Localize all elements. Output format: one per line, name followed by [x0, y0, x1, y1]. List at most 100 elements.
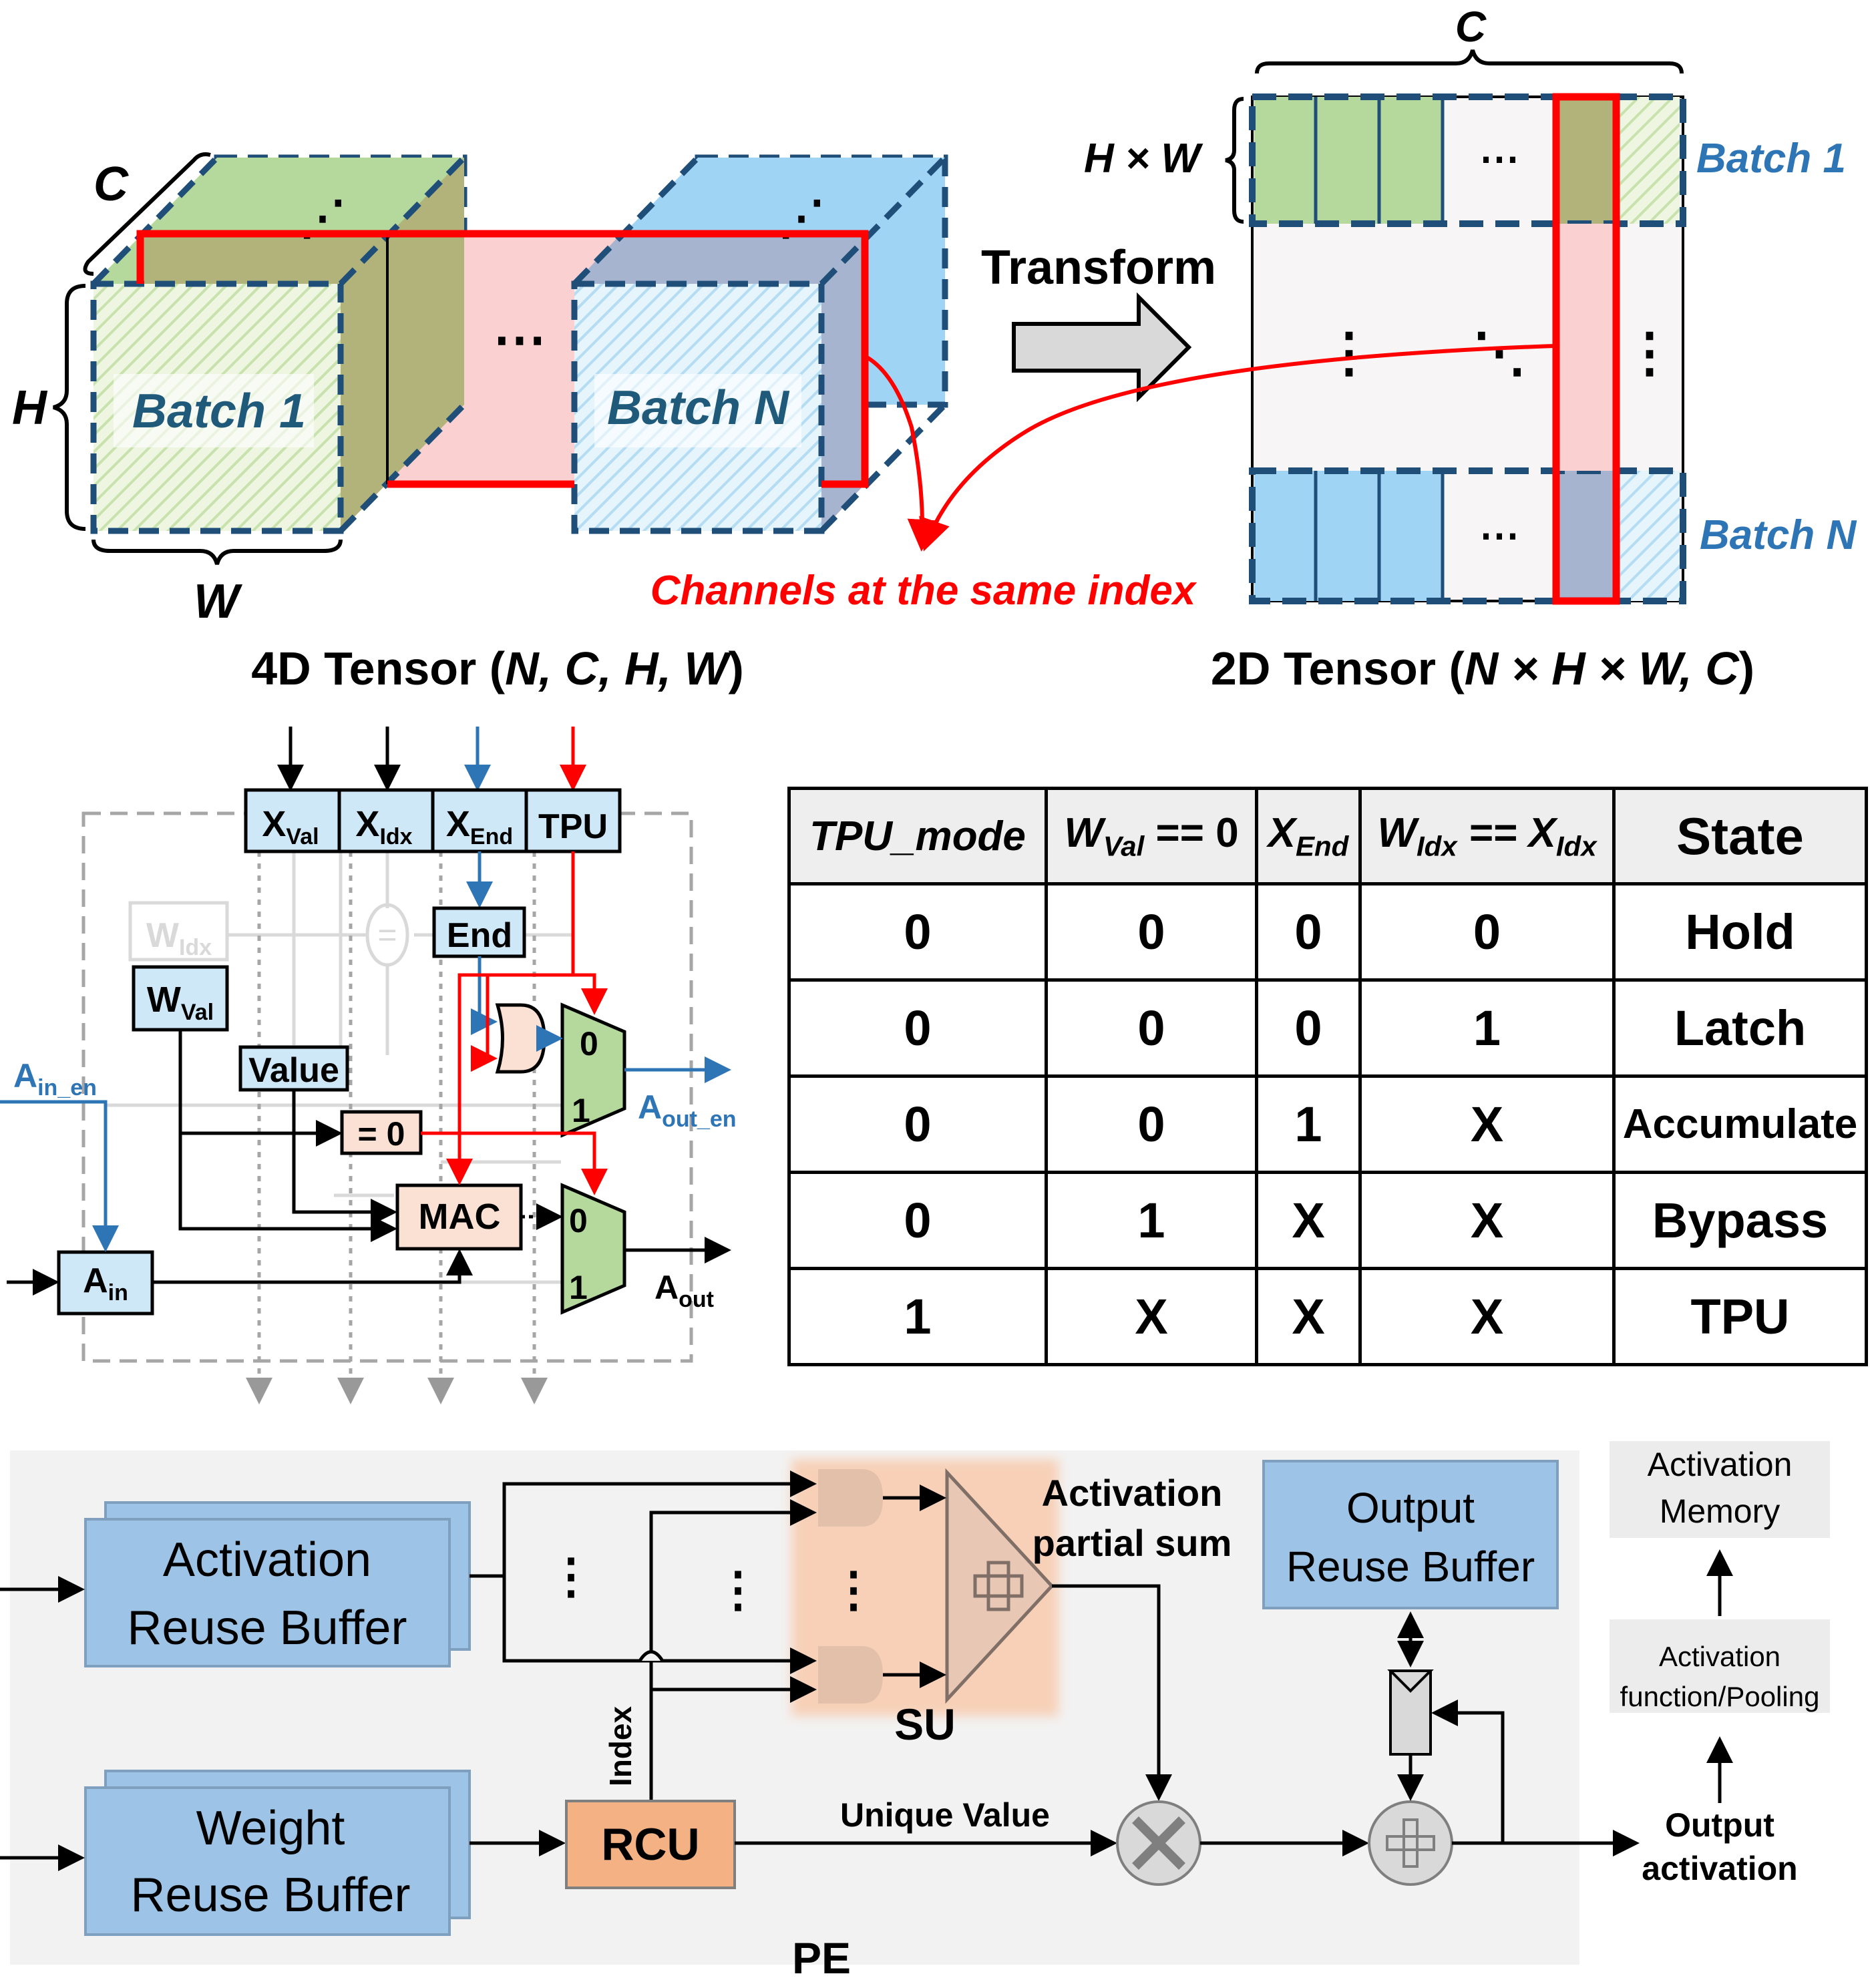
mux-upper [560, 1002, 626, 1138]
transform-arrow [1012, 292, 1192, 403]
table-cell: 1 [787, 1267, 1048, 1366]
a-in-register: Ain [83, 1261, 128, 1306]
end-register: End [447, 916, 512, 955]
activation-reuse-buffer [84, 1518, 451, 1667]
activation-buffer-line2: Reuse Buffer [128, 1601, 407, 1655]
x-idx-register: XIdx [355, 804, 412, 849]
header-w-val: WVal == 0 [1045, 787, 1258, 885]
vdots-3: ⋮ [829, 1563, 878, 1617]
a-in-en-label: Ain_en [13, 1057, 97, 1101]
table-cell: X [1358, 1267, 1616, 1366]
header-w-idx: WIdx == XIdx [1358, 787, 1616, 885]
mac-unit: MAC [419, 1197, 501, 1237]
header-x-end: XEnd [1255, 787, 1362, 885]
table-cell: 0 [1255, 978, 1362, 1078]
table-cell: X [1255, 1267, 1362, 1366]
table-cell: X [1358, 1171, 1616, 1270]
tensor-2d: ⋯ ⋯ ⋮ ⋱ ⋮ C H × W Batch 1 Batch N 2D Ten… [1084, 3, 1857, 695]
svg-text:⋯: ⋯ [1479, 136, 1519, 181]
mux-upper-0: 0 [580, 1025, 598, 1062]
table-row: 0 0 1 X Accumulate [787, 1074, 1868, 1174]
output-buffer-line2: Reuse Buffer [1286, 1543, 1535, 1591]
tensor-4d-caption: 4D Tensor (N, C, H, W) [251, 642, 744, 695]
batch-1-side-face [341, 158, 464, 531]
w-label: W [194, 575, 243, 628]
batch-n-label-2d: Batch N [1700, 512, 1857, 558]
unique-value-label: Unique Value [840, 1796, 1050, 1834]
table-cell: 1 [1045, 1171, 1258, 1270]
svg-text:⋮: ⋮ [1322, 323, 1376, 382]
table-cell: X [1255, 1171, 1362, 1270]
activation-buffer-line1: Activation [163, 1533, 371, 1587]
zero-check: = 0 [358, 1115, 405, 1153]
a-out-en-label: Aout_en [638, 1088, 737, 1132]
hw-label: H × W [1084, 136, 1203, 182]
weight-buffer-line2: Reuse Buffer [131, 1868, 411, 1922]
w-idx-register: WIdx [146, 916, 212, 960]
activation-memory-line1: Activation [1648, 1446, 1793, 1483]
table-cell: 0 [1045, 882, 1258, 982]
mux-lower-0: 0 [569, 1202, 588, 1239]
adder-icon [1368, 1800, 1453, 1886]
output-reuse-buffer [1262, 1460, 1559, 1609]
value-register: Value [248, 1051, 339, 1090]
table-cell: 0 [1045, 1074, 1258, 1174]
tensor-4d: ⋰ ⋰ Batch 1 Batch N ⋯ C H W 4D Tensor (N… [12, 152, 948, 695]
w-val-register: WVal [147, 980, 214, 1025]
svg-text:⋯: ⋯ [1479, 513, 1519, 558]
table-cell: X [1045, 1267, 1258, 1366]
mux-upper-1: 1 [572, 1092, 590, 1129]
tensor-2d-caption: 2D Tensor (N × H × W, C) [1211, 642, 1754, 695]
table-cell-state: Bypass [1612, 1171, 1868, 1270]
rcu-block [565, 1800, 736, 1889]
weight-reuse-buffer [84, 1786, 451, 1936]
weight-buffer-line1: Weight [196, 1802, 345, 1855]
svg-text:⋮: ⋮ [1623, 323, 1676, 382]
a-out-label: Aout [654, 1269, 714, 1312]
output-activation-line1: Output [1665, 1806, 1774, 1844]
table-cell: 1 [1358, 978, 1616, 1078]
vdots-2: ⋮ [714, 1563, 762, 1617]
transform-label: Transform [981, 241, 1216, 294]
x-end-register: XEnd [446, 804, 513, 849]
su-label: SU [894, 1700, 956, 1749]
c-label-2d: C [1455, 3, 1487, 51]
table-cell: 1 [1255, 1074, 1362, 1174]
batch-n-label: Batch N [607, 381, 790, 435]
adder-tree [945, 1468, 1055, 1704]
activation-partial-sum-line1: Activation [1042, 1472, 1223, 1514]
batch-1-band [1249, 93, 1686, 227]
table-row: 0 0 0 1 Latch [787, 978, 1868, 1078]
table-cell-state: Accumulate [1612, 1074, 1868, 1174]
w-brace [91, 539, 343, 565]
mux-lower [560, 1183, 626, 1315]
h-brace [53, 284, 86, 531]
x-val-register: XVal [262, 804, 319, 849]
h-label: H [12, 381, 48, 435]
c-brace [83, 152, 211, 276]
table-cell: 0 [787, 1171, 1048, 1270]
channel-arrow-right [919, 344, 1555, 552]
c-label: C [93, 158, 129, 211]
header-state: State [1612, 787, 1868, 885]
channel-outline [136, 230, 869, 488]
state-table-header: TPU_mode WVal == 0 XEnd WIdx == XIdx Sta… [787, 787, 1868, 885]
activation-function-line1: Activation [1659, 1641, 1780, 1672]
table-cell-state: TPU [1612, 1267, 1868, 1366]
activation-function-line2: function/Pooling [1620, 1681, 1820, 1712]
output-mux [1389, 1669, 1432, 1756]
table-cell: X [1358, 1074, 1616, 1174]
output-activation-line2: activation [1642, 1850, 1797, 1887]
table-cell: 0 [787, 1074, 1048, 1174]
batch-n-band [1249, 467, 1686, 604]
state-table: TPU_mode WVal == 0 XEnd WIdx == XIdx Sta… [787, 787, 1868, 1366]
pe-block-diagram: Activation Reuse Buffer Weight Reuse Buf… [0, 1441, 1830, 1980]
activation-partial-sum-line2: partial sum [1033, 1522, 1232, 1564]
eq-compare-symbol: = [377, 916, 397, 954]
output-buffer-line1: Output [1346, 1484, 1475, 1532]
rcu-label: RCU [601, 1819, 699, 1870]
pe-label: PE [792, 1933, 851, 1980]
mux-lower-1: 1 [569, 1269, 588, 1306]
or-gate [495, 1003, 546, 1074]
